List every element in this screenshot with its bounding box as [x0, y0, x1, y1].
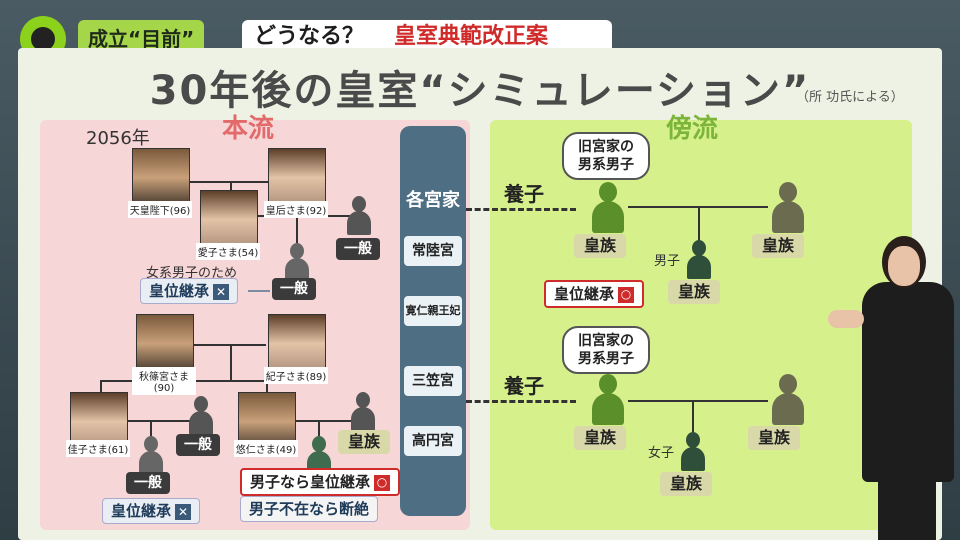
caption-akishino: 秋篠宮さま(90) [132, 367, 196, 395]
adoption-dashed-line [466, 400, 576, 403]
tree-line [698, 206, 700, 242]
caption-kiko: 紀子さま(89) [264, 367, 328, 384]
label-imperial-family-left: 皇族 [338, 430, 391, 454]
tree-line [126, 420, 202, 422]
adoption-label-1: 養子 [504, 182, 544, 206]
adoption-label-2: 養子 [504, 374, 544, 398]
presenter-legs [878, 472, 936, 540]
succession-yes-right: 皇位継承○ [544, 280, 645, 308]
succession-no-1: 皇位継承✕ [140, 278, 239, 304]
arrow-line [248, 290, 270, 292]
tree-line [296, 215, 298, 243]
photo-akishino [136, 314, 194, 368]
photo-kiko [268, 314, 326, 368]
extinct-if-no-male: 男子不在なら断絶 [240, 496, 379, 522]
label-ippan-4: 一般 [126, 472, 170, 494]
label-imperial-family-r6: 皇族 [660, 472, 713, 496]
tree-line [628, 400, 768, 402]
tree-line [192, 344, 266, 346]
silhouette-person-icon [186, 396, 216, 436]
photo-aiko [200, 190, 258, 244]
silhouette-person-icon [344, 196, 374, 236]
caption-emperor: 天皇陛下(96) [128, 201, 192, 218]
succession-no-2: 皇位継承✕ [102, 498, 201, 524]
label-imperial-family-r2: 皇族 [752, 234, 805, 258]
silhouette-person-icon [678, 432, 708, 472]
label-imperial-family-r1: 皇族 [574, 234, 627, 258]
board-title: 30年後の皇室“シミュレーション” [149, 68, 811, 114]
label-imperial-family-r4: 皇族 [574, 426, 627, 450]
circle-icon: ○ [374, 474, 391, 491]
tree-line [230, 181, 232, 195]
bubble-line: 旧宮家の [578, 139, 634, 155]
tree-line [100, 380, 102, 392]
silhouette-person-icon [136, 436, 166, 476]
house-tomohito: 寛仁親王妃 [404, 296, 462, 326]
tree-line [266, 380, 268, 392]
silhouette-person-icon [282, 243, 312, 283]
headline-topic: 皇室典範改正案 [394, 24, 549, 49]
label-ippan-3: 一般 [176, 434, 220, 456]
house-mikasa: 三笠宮 [404, 366, 462, 396]
label-son: 男子 [654, 254, 681, 269]
bubble-line: 男系男子 [578, 351, 634, 367]
bubble-line: 旧宮家の [578, 333, 634, 349]
presenter-hand [828, 310, 864, 328]
label-daughter: 女子 [648, 446, 675, 461]
label-ippan-2: 一般 [272, 278, 316, 300]
house-hitachi: 常陸宮 [404, 236, 462, 266]
caption-empress: 皇后さま(92) [264, 201, 328, 218]
presenter [828, 236, 960, 540]
silhouette-person-icon [588, 182, 628, 234]
silhouette-person-icon [768, 182, 808, 234]
former-house-bubble-2: 旧宮家の 男系男子 [562, 326, 650, 374]
adoption-dashed-line [466, 208, 576, 211]
tree-line [318, 420, 320, 436]
headline-question: どうなる？ [254, 24, 365, 49]
label-ippan-1: 一般 [336, 238, 380, 260]
succession-text: 男子なら皇位継承 [250, 473, 371, 491]
caption-aiko: 愛子さま(54) [196, 243, 260, 260]
caption-hisahito: 悠仁さま(49) [234, 440, 298, 457]
silhouette-person-icon [348, 392, 378, 432]
circle-icon: ○ [618, 286, 635, 303]
tree-line [188, 181, 292, 183]
cross-icon: ✕ [213, 283, 230, 300]
caption-kako: 佳子さま(61) [66, 440, 130, 457]
photo-empress [268, 148, 326, 202]
label-imperial-family-r5: 皇族 [748, 426, 801, 450]
house-takamado: 高円宮 [404, 426, 462, 456]
silhouette-person-icon [768, 374, 808, 426]
tree-line [230, 344, 232, 380]
tree-line [292, 420, 354, 422]
main-line-heading: 本流 [222, 114, 275, 144]
bubble-line: 男系男子 [578, 157, 634, 173]
label-imperial-family-r3: 皇族 [668, 280, 721, 304]
succession-text: 皇位継承 [554, 285, 615, 303]
attribution: （所 功氏による） [796, 90, 904, 105]
succession-if-male: 男子なら皇位継承○ [240, 468, 401, 496]
note-female-line: 女系男子のため [146, 266, 238, 281]
tree-line [150, 420, 152, 436]
presenter-body [862, 282, 954, 482]
photo-emperor [132, 148, 190, 202]
branch-line-heading: 傍流 [666, 114, 719, 144]
photo-hisahito [238, 392, 296, 446]
succession-text: 皇位継承 [149, 282, 210, 300]
photo-kako [70, 392, 128, 446]
silhouette-person-icon [684, 240, 714, 280]
year-label: 2056年 [86, 128, 150, 149]
presenter-face [888, 246, 920, 286]
former-house-bubble-1: 旧宮家の 男系男子 [562, 132, 650, 180]
succession-text: 皇位継承 [111, 502, 172, 520]
cross-icon: ✕ [175, 503, 192, 520]
houses-header: 各宮家 [406, 190, 460, 211]
silhouette-person-icon [588, 374, 628, 426]
main-line-panel [40, 120, 470, 530]
tree-line [692, 400, 694, 432]
